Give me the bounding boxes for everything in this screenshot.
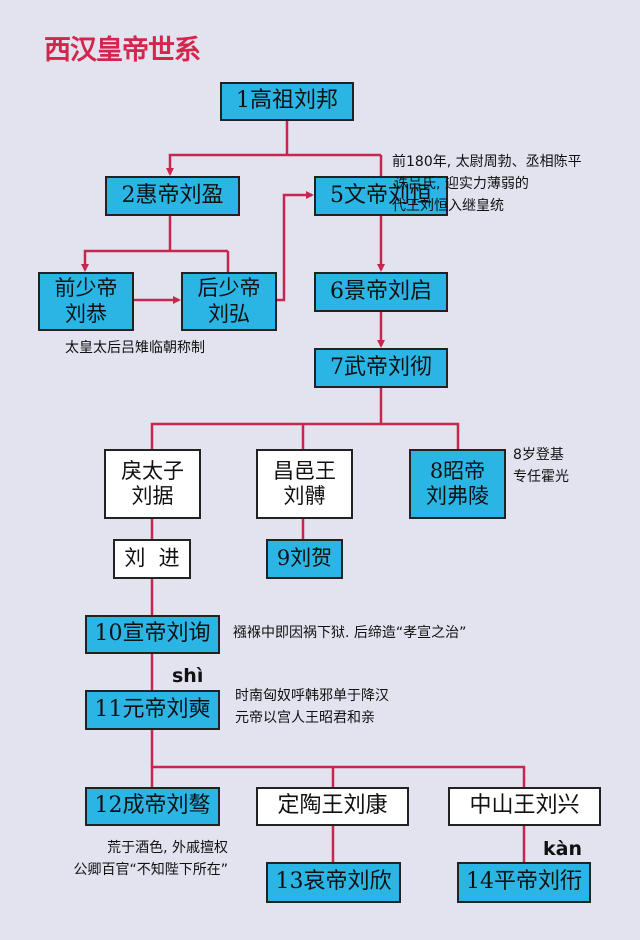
- node-liuhe: 9刘贺: [266, 539, 343, 579]
- node-huidi-liuying: 2惠帝刘盈: [105, 176, 240, 216]
- node-wendi-liuheng: 5文帝刘恒: [314, 176, 448, 216]
- node-dingtao-liukang: 定陶王刘康: [256, 787, 409, 826]
- note-lvhou: 太皇太后吕雉临朝称制: [65, 340, 205, 356]
- node-label: 刘髆: [283, 484, 326, 508]
- note-line: 8岁登基: [513, 447, 564, 463]
- node-label: 戾太子: [121, 458, 184, 483]
- node-label: 刘弗陵: [426, 484, 489, 508]
- connector: [150, 422, 460, 449]
- node-yuandi-liushi: 11元帝刘奭: [85, 690, 220, 730]
- node-label: 刘据: [131, 484, 174, 508]
- note-line: 专任霍光: [513, 469, 569, 485]
- note-chengdi: 荒于酒色, 外戚擅权 公卿百官“不知陛下所在”: [16, 837, 228, 881]
- node-zhongshan-liuxing: 中山王刘兴: [448, 787, 601, 826]
- connector-arrow: [166, 153, 381, 176]
- note-zhaodi: 8岁登基 专任霍光: [513, 444, 569, 488]
- node-label: 6景帝刘启: [330, 278, 432, 304]
- node-jingdi-liuqi: 6景帝刘启: [314, 272, 448, 312]
- node-label: 昌邑王: [273, 458, 336, 483]
- node-label: 10宣帝刘询: [94, 621, 211, 647]
- node-label: 14平帝刘衎: [466, 869, 582, 895]
- node-label: 中山王刘兴: [469, 793, 580, 819]
- node-pingdi-liukan: 14平帝刘衎: [457, 862, 591, 903]
- note-line: 代王刘恒入继皇统: [392, 198, 504, 214]
- node-label: 9刘贺: [276, 546, 333, 571]
- pinyin-kan: kàn: [543, 838, 582, 860]
- node-label: 刘恭: [65, 301, 107, 326]
- node-changyi-liubo: 昌邑王刘髆: [256, 449, 353, 519]
- connector-arrow: [277, 191, 314, 302]
- node-xuandi-liuxun: 10宣帝刘询: [85, 615, 220, 654]
- node-qian-shaodi: 前少帝刘恭: [38, 272, 134, 331]
- note-wendi: 前180年, 太尉周勃、丞相陈平 诛吕氏, 迎实力薄弱的 代王刘恒入继皇统: [392, 151, 582, 217]
- node-label: 1高祖刘邦: [236, 88, 338, 114]
- node-label: 刘弘: [208, 301, 250, 326]
- node-label: 后少帝: [197, 276, 261, 301]
- node-label: 11元帝刘奭: [94, 696, 211, 722]
- note-line: 荒于酒色, 外戚擅权: [107, 840, 228, 856]
- node-label: 刘 进: [124, 546, 180, 571]
- node-label: 5文帝刘恒: [330, 182, 432, 208]
- node-label: 前少帝: [54, 276, 118, 301]
- node-label: 7武帝刘彻: [330, 354, 432, 380]
- node-aidi-liuxin: 13哀帝刘欣: [266, 862, 401, 903]
- node-li-taizi-liuju: 戾太子刘据: [104, 449, 201, 519]
- pinyin-shi: shì: [172, 665, 204, 687]
- node-liujin: 刘 进: [113, 539, 191, 579]
- node-wudi-liuche: 7武帝刘彻: [314, 348, 448, 388]
- note-yuandi: 时南匈奴呼韩邪单于降汉 元帝以宫人王昭君和亲: [235, 685, 389, 729]
- node-label: 8昭帝: [429, 458, 486, 483]
- connector-arrow: [81, 249, 228, 272]
- note-line: 时南匈奴呼韩邪单于降汉: [235, 688, 389, 704]
- node-label: 2惠帝刘盈: [121, 182, 224, 208]
- note-line: 前180年, 太尉周勃、丞相陈平: [392, 154, 582, 170]
- node-chengdi-liuao: 12成帝刘骜: [85, 787, 220, 826]
- node-zhaodi-liufuling: 8昭帝刘弗陵: [409, 449, 506, 519]
- node-label: 定陶王刘康: [277, 793, 388, 819]
- node-label: 12成帝刘骜: [94, 793, 211, 819]
- node-label: 13哀帝刘欣: [275, 869, 392, 895]
- note-line: 元帝以宫人王昭君和亲: [235, 710, 375, 726]
- node-hou-shaodi: 后少帝刘弘: [181, 272, 277, 331]
- node-gaozu-liubang: 1高祖刘邦: [220, 82, 354, 121]
- note-line: 公卿百官“不知陛下所在”: [73, 862, 228, 878]
- page-title: 西汉皇帝世系: [44, 35, 201, 66]
- note-line: 诛吕氏, 迎实力薄弱的: [394, 176, 529, 192]
- note-xuandi: 襁褓中即因祸下狱. 后缔造“孝宣之治”: [233, 625, 467, 641]
- connector: [150, 765, 526, 787]
